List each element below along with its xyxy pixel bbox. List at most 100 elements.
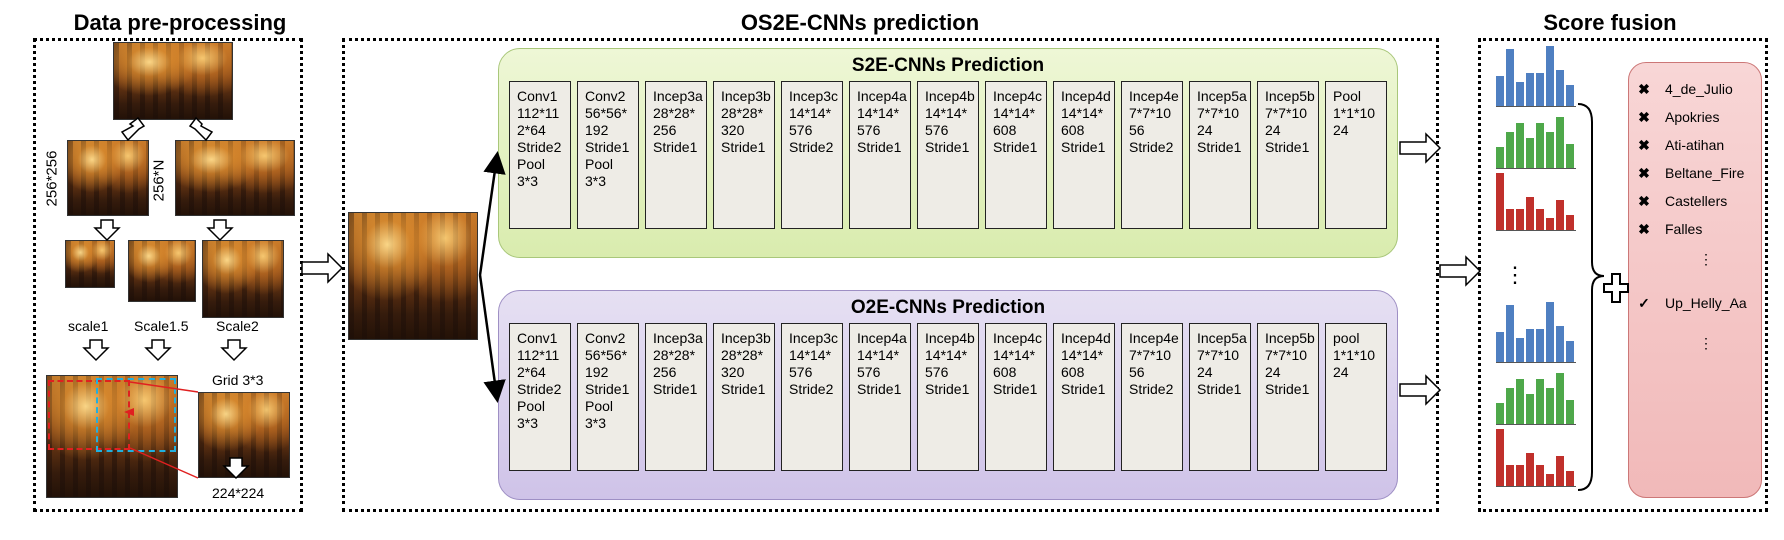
histogram-bar [1536,209,1544,230]
layer-box: Incep5a 7*7*10 24 Stride1 [1189,323,1251,471]
cross-icon: ✖ [1638,193,1650,209]
histogram-bar [1506,305,1514,362]
layer-box: Incep3a 28*28* 256 Stride1 [645,323,707,471]
layer-box: Incep4a 14*14* 576 Stride1 [849,323,911,471]
cross-icon: ✖ [1638,221,1650,237]
right-arrow-icon [301,252,344,284]
histogram-bar [1526,329,1534,362]
class-item: ✖4_de_Julio [1633,81,1733,98]
brace-icon [1577,103,1605,491]
o2e-panel: O2E-CNNs Prediction Conv1 112*11 2*64 St… [498,290,1398,500]
layer-box: pool 1*1*10 24 [1325,323,1387,471]
histogram-bar [1516,338,1524,362]
class-item: ⋮ [1633,251,1713,268]
histogram-bar [1556,456,1564,486]
histogram-bar [1556,326,1564,362]
layer-box: Incep3b 28*28* 320 Stride1 [713,81,775,229]
right-arrow-icon [1439,255,1482,287]
layer-box: Incep4d 14*14* 608 Stride1 [1053,81,1115,229]
histogram-bar [1536,465,1544,486]
o2e-title: O2E-CNNs Prediction [850,297,1046,318]
histogram-bar [1566,341,1574,362]
layer-box: Incep4e 7*7*10 56 Stride2 [1121,323,1183,471]
down-arrow-icon [93,219,121,242]
histogram-bar [1546,218,1554,230]
histogram-bar [1566,215,1574,230]
right-arrow-icon [1399,132,1442,164]
class-label: ⋮ [1699,251,1713,267]
layer-box: Incep4e 7*7*10 56 Stride2 [1121,81,1183,229]
class-label: Beltane_Fire [1665,165,1745,181]
histogram-bar [1506,209,1514,230]
score-histogram [1496,362,1576,425]
histogram-bar [1516,123,1524,168]
input-photo [113,42,233,120]
layer-box: Incep4d 14*14* 608 Stride1 [1053,323,1115,471]
layer-box: Incep4c 14*14* 608 Stride1 [985,81,1047,229]
histogram-bar [1506,388,1514,424]
scale1-label: scale1 [68,318,109,334]
class-label: Ati-atihan [1665,137,1725,153]
layer-box: Incep4b 14*14* 576 Stride1 [917,323,979,471]
histogram-bar [1526,453,1534,486]
layer-box: Incep3a 28*28* 256 Stride1 [645,81,707,229]
layer-box: Incep4b 14*14* 576 Stride1 [917,81,979,229]
histogram-bar [1516,465,1524,486]
down-arrow-icon [220,339,248,362]
grid-overlay-red [48,380,130,450]
histogram-bar [1516,82,1524,106]
histogram-bar [1536,379,1544,424]
grid-label: Grid 3*3 [212,372,264,388]
check-icon: ✓ [1638,295,1650,311]
histogram-bar [1546,46,1554,106]
class-item: ✖Castellers [1633,193,1727,210]
histogram-bar [1496,429,1504,486]
class-label: 4_de_Julio [1665,81,1733,97]
layer-box: Incep4c 14*14* 608 Stride1 [985,323,1047,471]
histogram-bar [1556,373,1564,424]
layer-box: Conv2 56*56* 192 Stride1 Pool 3*3 [577,81,639,229]
scale2-label: Scale2 [216,318,259,334]
layer-box: Incep5a 7*7*10 24 Stride1 [1189,81,1251,229]
resized-photo-n [175,140,295,216]
class-label: Up_Helly_Aa [1665,295,1747,311]
network-input-photo [348,212,478,340]
histogram-bar [1536,73,1544,106]
class-label: ⋮ [1699,335,1713,351]
layer-box: Incep3c 14*14* 576 Stride2 [781,323,843,471]
down-arrow-icon [188,116,214,142]
prediction-title: OS2E-CNNs prediction [740,10,980,35]
crop-photo [198,392,290,478]
scale15-photo [128,240,196,302]
histogram-bar [1536,123,1544,168]
histogram-ellipsis: ⋮ [1504,262,1526,287]
histogram-bar [1536,329,1544,362]
score-histogram [1496,106,1576,169]
layer-box: Incep3b 28*28* 320 Stride1 [713,323,775,471]
histogram-bar [1496,403,1504,424]
histogram-bar [1496,76,1504,106]
histogram-bar [1516,379,1524,424]
class-list-panel: ✖4_de_Julio ✖Apokries ✖ Ati-atihan ✖ Beltane_… [1628,62,1762,498]
s2e-panel: S2E-CNNs Prediction Conv1 112*11 2*64 St… [498,48,1398,258]
scale2-photo [202,240,284,318]
class-label: Apokries [1665,109,1720,125]
class-item: ✖Apokries [1633,109,1719,126]
histogram-bar [1526,138,1534,168]
layer-box: Incep4a 14*14* 576 Stride1 [849,81,911,229]
layer-box: Incep5b 7*7*10 24 Stride1 [1257,81,1319,229]
s2e-title: S2E-CNNs Prediction [851,55,1045,76]
fusion-frame [1478,38,1768,512]
histogram-bar [1546,302,1554,362]
histogram-bar [1526,394,1534,424]
histogram-bar [1516,209,1524,230]
score-histogram [1496,424,1576,487]
layer-box: Incep5b 7*7*10 24 Stride1 [1257,323,1319,471]
down-arrow-icon [206,219,234,242]
class-item: ⋮ [1633,335,1713,352]
histogram-bar [1566,471,1574,486]
histogram-bar [1496,173,1504,230]
down-arrow-icon [82,339,110,362]
crop-size-label: 224*224 [212,485,265,501]
